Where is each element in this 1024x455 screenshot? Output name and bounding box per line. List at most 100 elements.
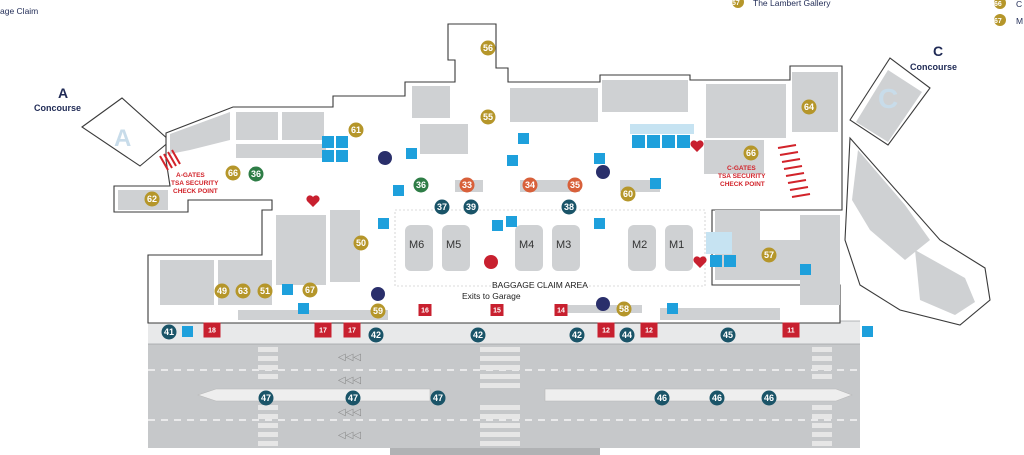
poi-marker[interactable] xyxy=(144,191,160,207)
poi-marker[interactable] xyxy=(302,282,318,298)
door-marker[interactable] xyxy=(314,322,332,338)
crosswalk-arrows: ◁◁◁ xyxy=(338,407,361,418)
baggage-claim-area: M6 M5 M4 M3 M2 M1 BAGGAGE CLAIM AREA Exi… xyxy=(394,209,706,301)
poi-marker[interactable] xyxy=(413,177,429,193)
escalator-icon xyxy=(406,148,417,159)
bus-icon xyxy=(862,326,873,337)
poi-marker[interactable] xyxy=(743,145,759,161)
poi-marker-number: 57 xyxy=(764,250,774,260)
door-marker[interactable] xyxy=(782,322,800,338)
a-building-letter: A xyxy=(114,125,131,152)
checkpoint-text: C-GATES xyxy=(727,165,756,172)
poi-marker[interactable] xyxy=(353,235,369,251)
poi-marker-number: 64 xyxy=(804,102,814,112)
poi-marker-number: 47 xyxy=(433,393,443,403)
checkpoint-text: CHECK POINT xyxy=(173,188,218,195)
roadway: ◁◁◁ ◁◁◁ ◁◁◁ ◁◁◁ xyxy=(148,344,860,455)
poi-marker[interactable] xyxy=(258,390,274,406)
poi-marker[interactable] xyxy=(161,324,177,340)
poi-marker[interactable] xyxy=(620,186,636,202)
poi-marker-number: 60 xyxy=(623,189,633,199)
poi-marker[interactable] xyxy=(459,177,475,193)
carousel-label: M6 xyxy=(409,239,424,251)
door-number: 12 xyxy=(645,328,653,335)
poi-marker[interactable] xyxy=(709,390,725,406)
poi-marker-number: 35 xyxy=(570,180,580,190)
restroom-icon xyxy=(710,255,736,267)
poi-marker[interactable] xyxy=(616,301,632,317)
poi-marker[interactable] xyxy=(522,177,538,193)
poi-marker-number: 46 xyxy=(712,393,722,403)
poi-marker[interactable] xyxy=(569,327,585,343)
poi-marker[interactable] xyxy=(480,40,496,56)
poi-marker[interactable] xyxy=(720,327,736,343)
carousel-pair-2 xyxy=(515,225,580,271)
poi-marker[interactable] xyxy=(225,165,241,181)
door-marker[interactable] xyxy=(203,322,221,338)
legend-marker-number: 57 xyxy=(732,0,740,7)
c-checkpoint: C-GATES TSA SECURITY CHECK POINT xyxy=(718,144,811,198)
curb xyxy=(148,321,860,344)
info-icon xyxy=(371,287,385,301)
poi-marker[interactable] xyxy=(654,390,670,406)
poi-marker[interactable] xyxy=(761,390,777,406)
door-marker[interactable] xyxy=(490,304,504,316)
door-number: 15 xyxy=(493,308,501,315)
poi-marker[interactable] xyxy=(370,303,386,319)
poi-marker-number: 47 xyxy=(348,393,358,403)
crosswalk-left xyxy=(258,347,278,446)
poi-marker[interactable] xyxy=(801,99,817,115)
aed-heart-icon xyxy=(306,195,320,207)
bottom-structure xyxy=(390,448,600,455)
poi-marker-number: 38 xyxy=(564,202,574,212)
checkpoint-text: A-GATES xyxy=(176,172,205,179)
poi-marker-number: 46 xyxy=(657,393,667,403)
poi-marker[interactable] xyxy=(348,122,364,138)
poi-marker[interactable] xyxy=(257,283,273,299)
poi-marker-number: 37 xyxy=(437,202,447,212)
door-marker[interactable] xyxy=(597,322,615,338)
escalator-icon xyxy=(594,153,605,164)
legend-marker xyxy=(994,14,1006,26)
poi-marker[interactable] xyxy=(619,327,635,343)
restroom-icon xyxy=(632,135,690,148)
legend-item: C xyxy=(1016,0,1022,9)
door-marker[interactable] xyxy=(554,304,568,316)
escalator-icon xyxy=(594,218,605,229)
elevator-icon xyxy=(650,178,661,189)
poi-marker[interactable] xyxy=(480,109,496,125)
poi-marker-number: 61 xyxy=(351,125,361,135)
info-icon xyxy=(378,151,392,165)
door-marker[interactable] xyxy=(343,322,361,338)
poi-marker[interactable] xyxy=(248,166,264,182)
poi-marker[interactable] xyxy=(430,390,446,406)
poi-marker[interactable] xyxy=(761,247,777,263)
restroom-area xyxy=(706,232,732,254)
poi-marker[interactable] xyxy=(561,199,577,215)
poi-marker[interactable] xyxy=(567,177,583,193)
poi-marker[interactable] xyxy=(214,283,230,299)
wheelchair-icon xyxy=(800,264,811,275)
poi-marker-number: 66 xyxy=(228,168,238,178)
poi-marker-number: 41 xyxy=(164,327,174,337)
poi-marker-number: 42 xyxy=(371,330,381,340)
poi-marker[interactable] xyxy=(434,199,450,215)
poi-marker[interactable] xyxy=(463,199,479,215)
door-marker[interactable] xyxy=(640,322,658,338)
crosswalk-arrows: ◁◁◁ xyxy=(338,430,361,441)
poi-marker[interactable] xyxy=(470,327,486,343)
poi-marker[interactable] xyxy=(368,327,384,343)
poi-marker-number: 47 xyxy=(261,393,271,403)
crosswalk-center xyxy=(480,347,520,446)
carousel-label: M4 xyxy=(519,239,534,251)
baggage-claim-label: BAGGAGE CLAIM AREA xyxy=(492,280,588,290)
door-marker[interactable] xyxy=(418,304,432,316)
poi-marker[interactable] xyxy=(235,283,251,299)
poi-marker-number: 62 xyxy=(147,194,157,204)
a-concourse-label: Concourse xyxy=(34,103,81,113)
phone-icon xyxy=(506,216,517,227)
median-island-left xyxy=(197,388,431,402)
poi-marker[interactable] xyxy=(345,390,361,406)
